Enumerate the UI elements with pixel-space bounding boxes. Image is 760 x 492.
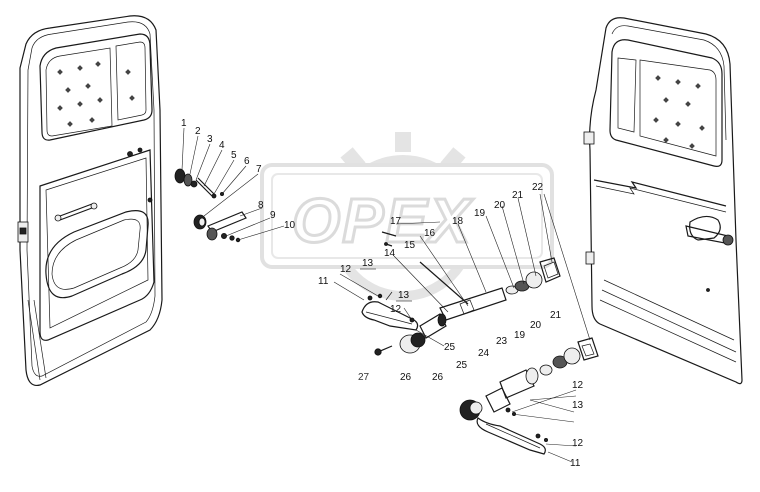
- callout-23: 23: [496, 336, 508, 347]
- callout-26-lower: 26: [432, 372, 444, 383]
- callout-15: 15: [404, 240, 416, 251]
- watermark-text: OPEX: [292, 187, 474, 256]
- left-window-glass-pattern: [57, 61, 135, 127]
- callout-9: 9: [270, 210, 276, 221]
- right-door-outer-panel: [583, 17, 743, 385]
- callout-21-lower: 21: [550, 310, 562, 321]
- lower-lock-assembly: [485, 337, 599, 413]
- callout-12-lower-a: 12: [572, 380, 584, 391]
- callout-8: 8: [258, 200, 264, 211]
- right-window-glass-pattern: [653, 75, 705, 149]
- callout-3: 3: [207, 134, 213, 145]
- callout-13-upper-a: 13: [362, 258, 374, 269]
- callout-14: 14: [384, 248, 396, 259]
- callout-20-lower: 20: [530, 320, 542, 331]
- callout-22: 22: [532, 182, 544, 193]
- callout-4: 4: [219, 140, 225, 151]
- callout-6: 6: [244, 156, 250, 167]
- callout-20-upper: 20: [494, 200, 506, 211]
- callout-13-upper-b: 13: [398, 290, 410, 301]
- callout-13-lower: 13: [572, 400, 584, 411]
- right-door-outer-handle: [685, 215, 734, 246]
- callout-21-upper: 21: [512, 190, 524, 201]
- upper-outer-handle: [361, 291, 447, 356]
- watermark-frame: [260, 163, 554, 269]
- callout-16: 16: [424, 228, 436, 239]
- watermark-logo: OPEX: [260, 132, 554, 301]
- lower-outer-handle: [459, 399, 549, 455]
- inner-handle-parts: [174, 168, 247, 243]
- callout-25-upper: 25: [444, 342, 456, 353]
- callout-10: 10: [284, 220, 296, 231]
- callout-17: 17: [390, 216, 402, 227]
- callout-7: 7: [256, 164, 262, 175]
- callout-25-lower: 25: [456, 360, 468, 371]
- callout-26-upper: 26: [400, 372, 412, 383]
- callout-11-upper: 11: [318, 276, 329, 287]
- callout-19-upper: 19: [474, 208, 486, 219]
- callout-12-upper-b: 12: [390, 304, 402, 315]
- leader-lines: [181, 127, 591, 463]
- callout-18: 18: [452, 216, 464, 227]
- callout-12-lower-b: 12: [572, 438, 584, 449]
- callout-19-lower: 19: [514, 330, 526, 341]
- callout-27: 27: [358, 372, 370, 383]
- callout-11-lower: 11: [570, 458, 581, 469]
- callout-12-upper-a: 12: [340, 264, 352, 275]
- callout-5: 5: [231, 150, 237, 161]
- callout-labels: 1 2 3 4 5 6 7 8 9 10 17 18 19 20 21 22 1…: [181, 118, 584, 469]
- callout-2: 2: [195, 126, 201, 137]
- callout-1: 1: [181, 118, 187, 129]
- left-door-oval-opening: [45, 210, 149, 299]
- callout-24: 24: [478, 348, 490, 359]
- left-door-inner-panel: [17, 15, 163, 387]
